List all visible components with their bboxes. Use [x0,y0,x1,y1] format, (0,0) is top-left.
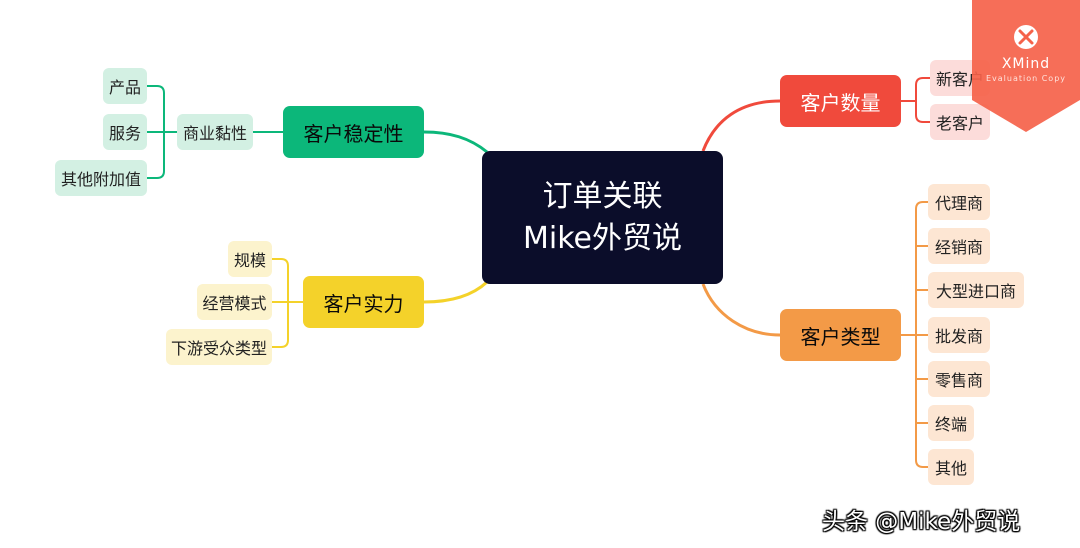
connector-central-stability [423,130,488,154]
leaf-business-model[interactable]: 经营模式 [197,284,272,320]
badge-subtitle: Evaluation Copy [985,74,1067,83]
leaf-others[interactable]: 其他 [928,449,974,485]
leaf-others-label: 其他 [935,459,968,478]
branch-customer-quantity[interactable]: 客户数量 [780,75,901,127]
subtopic-business-stickiness-label: 商业黏性 [183,124,248,143]
xmind-evaluation-badge [972,0,1080,132]
subtopic-business-stickiness[interactable]: 商业黏性 [177,114,253,150]
leaf-downstream-audience[interactable]: 下游受众类型 [166,329,272,365]
branch-customer-quantity-label: 客户数量 [800,90,881,115]
leaf-wholesaler-label: 批发商 [935,327,984,346]
connector-type-items [901,201,928,468]
watermark-text: 头条 @Mike外贸说 [822,509,1021,535]
leaf-large-importer[interactable]: 大型进口商 [928,272,1024,308]
central-topic[interactable]: 订单关联 Mike外贸说 [482,151,723,284]
branch-customer-strength-label: 客户实力 [323,291,404,316]
connector-mid-items [147,85,177,179]
branch-customer-type[interactable]: 客户类型 [780,309,901,361]
leaf-retailer-label: 零售商 [935,371,984,390]
branch-customer-strength[interactable]: 客户实力 [303,276,424,328]
leaf-distributor[interactable]: 经销商 [928,228,990,264]
branch-customer-type-label: 客户类型 [800,324,881,349]
connector-central-strength [423,280,489,304]
leaf-scale-label: 规模 [234,251,267,270]
leaf-other-value-added[interactable]: 其他附加值 [55,160,147,196]
leaf-product-label: 产品 [109,78,142,97]
leaf-old-customer-label: 老客户 [936,114,985,133]
branch-customer-stability-label: 客户稳定性 [303,121,404,146]
leaf-service[interactable]: 服务 [103,114,147,150]
leaf-agent[interactable]: 代理商 [928,184,990,220]
leaf-product[interactable]: 产品 [103,68,147,104]
leaf-downstream-audience-label: 下游受众类型 [171,339,268,358]
leaf-old-customer[interactable]: 老客户 [930,104,990,140]
leaf-business-model-label: 经营模式 [202,294,267,313]
leaf-wholesaler[interactable]: 批发商 [928,317,990,353]
leaf-agent-label: 代理商 [935,194,984,213]
badge-title: XMind [1001,56,1051,72]
leaf-retailer[interactable]: 零售商 [928,361,990,397]
leaf-end-user[interactable]: 终端 [928,405,974,441]
connector-central-type [701,283,781,337]
branch-customer-stability[interactable]: 客户稳定性 [283,106,424,158]
xmind-logo-icon [1014,25,1038,49]
leaf-distributor-label: 经销商 [935,238,984,257]
connector-central-quantity [701,99,781,152]
connector-quantity-items [901,77,930,123]
leaf-large-importer-label: 大型进口商 [936,282,1017,301]
leaf-service-label: 服务 [109,124,142,143]
leaf-scale[interactable]: 规模 [228,241,272,277]
central-topic-line1: 订单关联 [542,178,663,214]
leaf-other-value-added-label: 其他附加值 [61,170,142,189]
leaf-end-user-label: 终端 [935,415,968,434]
connector-strength-items [268,258,303,348]
central-topic-line2: Mike外贸说 [523,220,682,256]
